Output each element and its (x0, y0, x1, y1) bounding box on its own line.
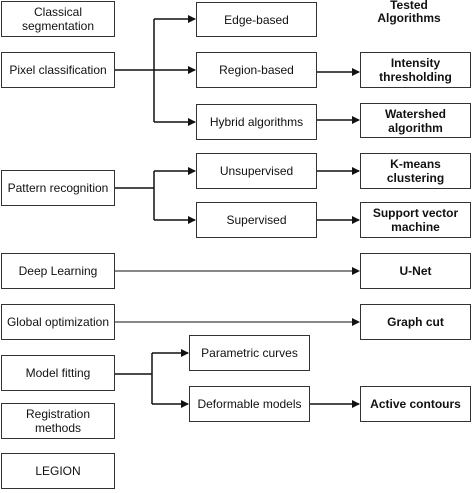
method-model-fitting: Model fitting (1, 355, 115, 391)
algorithm-intensity-thresholding: Intensity thresholding (360, 52, 471, 88)
algorithm-support-vector-machine: Support vector machine (360, 202, 471, 238)
algorithm-k-means-clustering: K-means clustering (360, 153, 471, 189)
algorithm-active-contours: Active contours (360, 386, 471, 422)
subcategory-edge-based: Edge-based (196, 2, 317, 37)
connector-pixel-classification (115, 19, 155, 122)
subcategory-parametric-curves: Parametric curves (189, 335, 310, 371)
algorithm-watershed-algorithm: Watershed algorithm (360, 103, 471, 138)
method-registration-methods: Registration methods (1, 403, 115, 439)
algorithm-u-net: U-Net (360, 253, 471, 289)
method-global-optimization: Global optimization (1, 304, 115, 340)
connector-pattern-recognition (115, 171, 155, 220)
subcategory-hybrid-algorithms: Hybrid algorithms (196, 104, 317, 140)
method-pattern-recognition: Pattern recognition (1, 170, 115, 206)
method-pixel-classification: Pixel classification (1, 52, 115, 88)
method-deep-learning: Deep Learning (1, 253, 115, 289)
tested-algorithms-header: Tested Algorithms (377, 0, 441, 25)
subcategory-supervised: Supervised (196, 202, 317, 238)
connector-model-fitting (115, 353, 153, 404)
subcategory-unsupervised: Unsupervised (196, 153, 317, 189)
method-classical-segmentation: Classical segmentation (1, 1, 115, 37)
subcategory-deformable-models: Deformable models (189, 386, 310, 422)
method-legion: LEGION (1, 453, 115, 489)
algorithm-graph-cut: Graph cut (360, 304, 471, 340)
subcategory-region-based: Region-based (196, 52, 317, 88)
